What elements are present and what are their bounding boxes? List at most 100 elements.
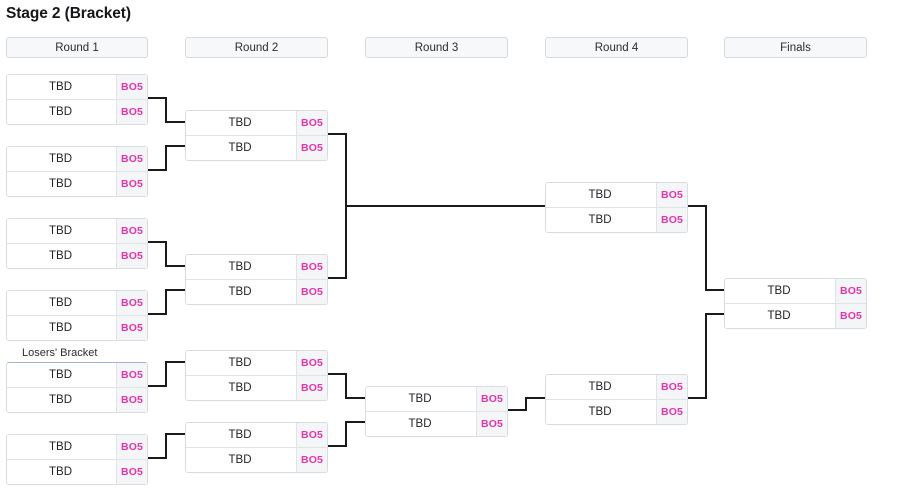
match-format-badge: BO5: [116, 363, 147, 387]
match-format-badge: BO5: [296, 448, 327, 472]
opponent-name: TBD: [228, 286, 252, 298]
match-row[interactable]: TBD BO5: [7, 435, 147, 459]
round-header-round-3[interactable]: Round 3: [365, 37, 508, 58]
opponent-name: TBD: [49, 81, 72, 93]
match-format-badge: BO5: [656, 208, 687, 232]
round-header-label: Finals: [780, 41, 811, 54]
round-header-round-1[interactable]: Round 1: [6, 37, 148, 58]
match-row[interactable]: TBD BO5: [186, 375, 327, 400]
round-header-finals[interactable]: Finals: [724, 37, 867, 58]
match-row[interactable]: TBD BO5: [546, 375, 687, 399]
connector-line: [328, 205, 545, 279]
opponent-name: TBD: [49, 441, 72, 453]
round-header-label: Round 4: [594, 41, 639, 54]
match-format-badge: BO5: [656, 183, 687, 207]
match-format-badge: BO5: [116, 219, 147, 243]
round-header-label: Round 2: [234, 41, 279, 54]
match-format-badge: BO5: [116, 147, 147, 171]
match-format-badge: BO5: [476, 387, 507, 411]
opponent-name: TBD: [228, 382, 252, 394]
opponent-name: TBD: [228, 454, 252, 466]
match-format-badge: BO5: [296, 136, 327, 160]
match-format-badge: BO5: [476, 412, 507, 436]
opponent-name: TBD: [588, 189, 612, 201]
match-row[interactable]: TBD BO5: [186, 447, 327, 472]
match-row[interactable]: TBD BO5: [186, 351, 327, 375]
match-row[interactable]: TBD BO5: [7, 363, 147, 387]
match-format-badge: BO5: [296, 351, 327, 375]
match-format-badge: BO5: [116, 460, 147, 484]
opponent-name: TBD: [767, 285, 791, 297]
match-row[interactable]: TBD BO5: [7, 171, 147, 196]
match-row[interactable]: TBD BO5: [186, 111, 327, 135]
opponent-name: TBD: [49, 369, 72, 381]
opponent-name: TBD: [228, 429, 252, 441]
match-row[interactable]: TBD BO5: [186, 255, 327, 279]
match-format-badge: BO5: [116, 435, 147, 459]
round-header-round-2[interactable]: Round 2: [185, 37, 328, 58]
connector-line: [328, 373, 365, 399]
match-format-badge: BO5: [296, 376, 327, 400]
match-row[interactable]: TBD BO5: [186, 279, 327, 304]
opponent-name: TBD: [228, 261, 252, 273]
connector-line: [148, 361, 185, 387]
opponent-name: TBD: [49, 394, 72, 406]
opponent-name: TBD: [228, 357, 252, 369]
match-format-badge: BO5: [835, 279, 866, 303]
connector-line: [508, 397, 545, 411]
match-format-badge: BO5: [296, 111, 327, 135]
opponent-name: TBD: [49, 178, 72, 190]
match-format-badge: BO5: [656, 400, 687, 424]
match-row[interactable]: TBD BO5: [546, 183, 687, 207]
page-title: Stage 2 (Bracket): [6, 5, 131, 22]
match-format-badge: BO5: [296, 280, 327, 304]
match-format-badge: BO5: [116, 291, 147, 315]
opponent-name: TBD: [49, 225, 72, 237]
round-header-round-4[interactable]: Round 4: [545, 37, 688, 58]
match-format-badge: BO5: [835, 304, 866, 328]
opponent-name: TBD: [228, 117, 252, 129]
match-row[interactable]: TBD BO5: [725, 279, 866, 303]
match-format-badge: BO5: [296, 255, 327, 279]
match-row[interactable]: TBD BO5: [7, 219, 147, 243]
round-header-label: Round 1: [55, 41, 99, 54]
connector-line: [148, 97, 185, 123]
match-format-badge: BO5: [656, 375, 687, 399]
opponent-name: TBD: [588, 381, 612, 393]
opponent-name: TBD: [228, 142, 252, 154]
opponent-name: TBD: [408, 418, 432, 430]
match-row[interactable]: TBD BO5: [366, 411, 507, 436]
connector-line: [148, 289, 185, 315]
connector-line: [148, 433, 185, 459]
match-row[interactable]: TBD BO5: [186, 135, 327, 160]
match-format-badge: BO5: [116, 172, 147, 196]
